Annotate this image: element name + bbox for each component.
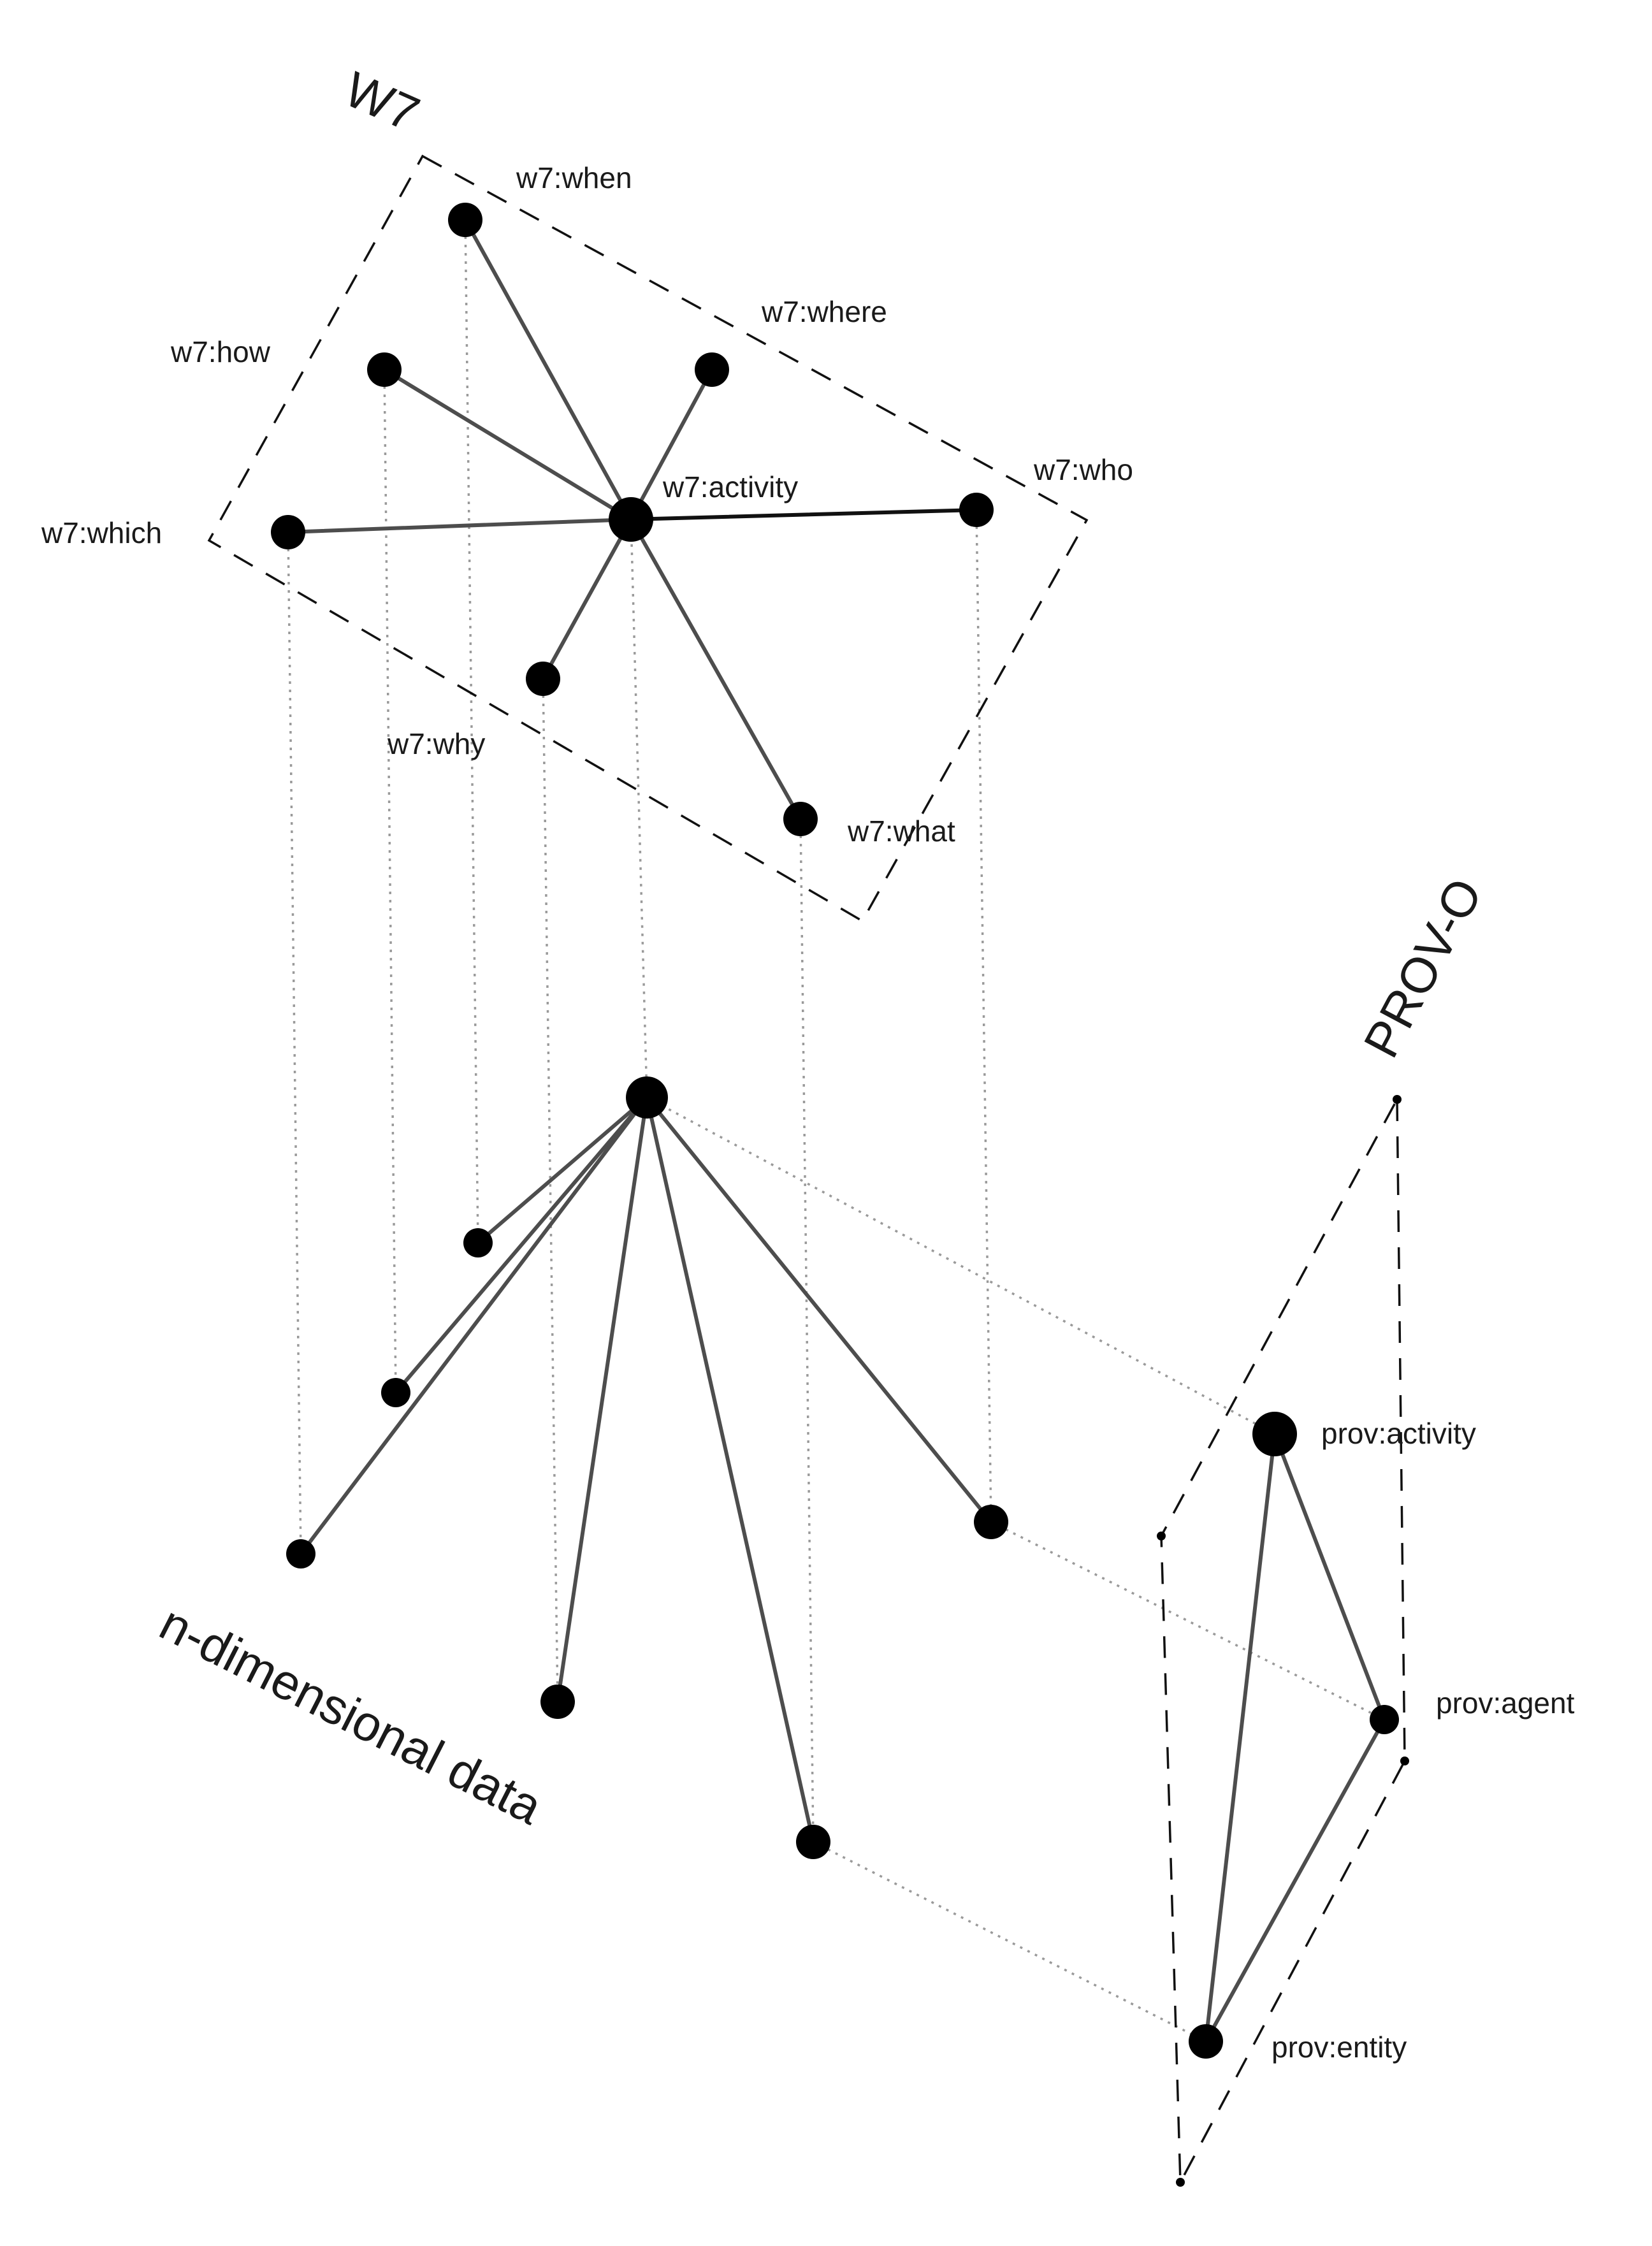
data-edge-3 [299, 1096, 649, 1556]
projection-line-data-to-prov-agent [990, 1521, 1385, 1721]
node-w7-where [695, 352, 729, 387]
label-w7-what: w7:what [847, 815, 955, 848]
edge-activity-when [463, 218, 633, 521]
label-w7-activity: w7:activity [662, 470, 798, 504]
label-w7-who: w7:who [1033, 453, 1133, 486]
projection-line-which [287, 532, 302, 1554]
node-w7-activity [609, 497, 653, 542]
projection-line-data-to-prov-activity [646, 1096, 1275, 1435]
w7-nodes [271, 203, 994, 836]
node-w7-who [959, 493, 994, 527]
label-w7-which: w7:which [41, 516, 162, 549]
prov-nodes [1157, 1095, 1409, 2187]
label-w7-why: w7:why [387, 727, 485, 760]
prov-o-group-title: PROV-O [1352, 869, 1493, 1066]
projection-line-activity [630, 519, 648, 1098]
data-edges [299, 1096, 993, 1844]
data-nodes [286, 1076, 1008, 1859]
node-w7-when [448, 203, 482, 237]
prov-plane-corner-right [1400, 1757, 1409, 1765]
ndata-group-title: n-dimensional data [151, 1595, 551, 1836]
data-edge-5 [645, 1096, 815, 1844]
node-prov-agent [1370, 1705, 1399, 1734]
data-edge-2 [394, 1096, 649, 1395]
label-w7-how: w7:how [170, 335, 271, 368]
edge-activity-which [286, 518, 633, 534]
prov-edge-activity-agent [1273, 1432, 1386, 1721]
prov-o-plane-frame [1160, 1095, 1406, 2187]
prov-plane-corner-top [1393, 1095, 1402, 1104]
projection-line-who [975, 509, 992, 1523]
w7-group-title: W7 [337, 61, 428, 142]
projection-line-what [799, 818, 815, 1843]
node-w7-which [271, 515, 305, 549]
prov-edges [1204, 1432, 1386, 2043]
edge-activity-where [629, 368, 714, 521]
data-edge-1 [476, 1096, 649, 1245]
prov-edge-activity-entity [1204, 1432, 1277, 2043]
node-prov-activity [1252, 1412, 1297, 1456]
label-prov-entity: prov:entity [1272, 2031, 1407, 2064]
node-data-who [974, 1505, 1008, 1539]
node-data-which [286, 1539, 315, 1569]
node-data-why [540, 1684, 575, 1719]
edge-activity-who [629, 508, 978, 521]
label-prov-activity: prov:activity [1321, 1417, 1476, 1450]
data-edge-4 [556, 1096, 649, 1704]
node-prov-entity [1189, 2024, 1223, 2059]
projection-lines [287, 219, 1385, 2043]
node-w7-why [526, 662, 560, 696]
prov-plane-corner-bottom [1176, 2178, 1185, 2187]
node-data-what [796, 1825, 830, 1859]
node-data-center [626, 1076, 668, 1119]
label-prov-agent: prov:agent [1436, 1686, 1575, 1720]
projection-line-how [383, 369, 397, 1393]
prov-edge-agent-entity [1204, 1718, 1386, 2043]
prov-plane-corner-left [1157, 1532, 1166, 1540]
node-data-when [463, 1228, 493, 1257]
label-w7-when: w7:when [516, 161, 632, 194]
w7-edges [286, 218, 978, 821]
node-data-how [381, 1378, 410, 1407]
node-w7-how [367, 352, 402, 387]
edge-activity-how [382, 368, 633, 521]
data-edge-6 [645, 1096, 993, 1524]
label-w7-where: w7:where [761, 295, 887, 328]
w7-plane-frame [207, 154, 1089, 923]
edge-activity-what [629, 518, 802, 821]
projection-line-data-to-prov-entity [813, 1841, 1206, 2043]
edge-activity-why [541, 518, 633, 681]
projection-line-why [542, 678, 559, 1702]
node-w7-what [783, 802, 818, 836]
